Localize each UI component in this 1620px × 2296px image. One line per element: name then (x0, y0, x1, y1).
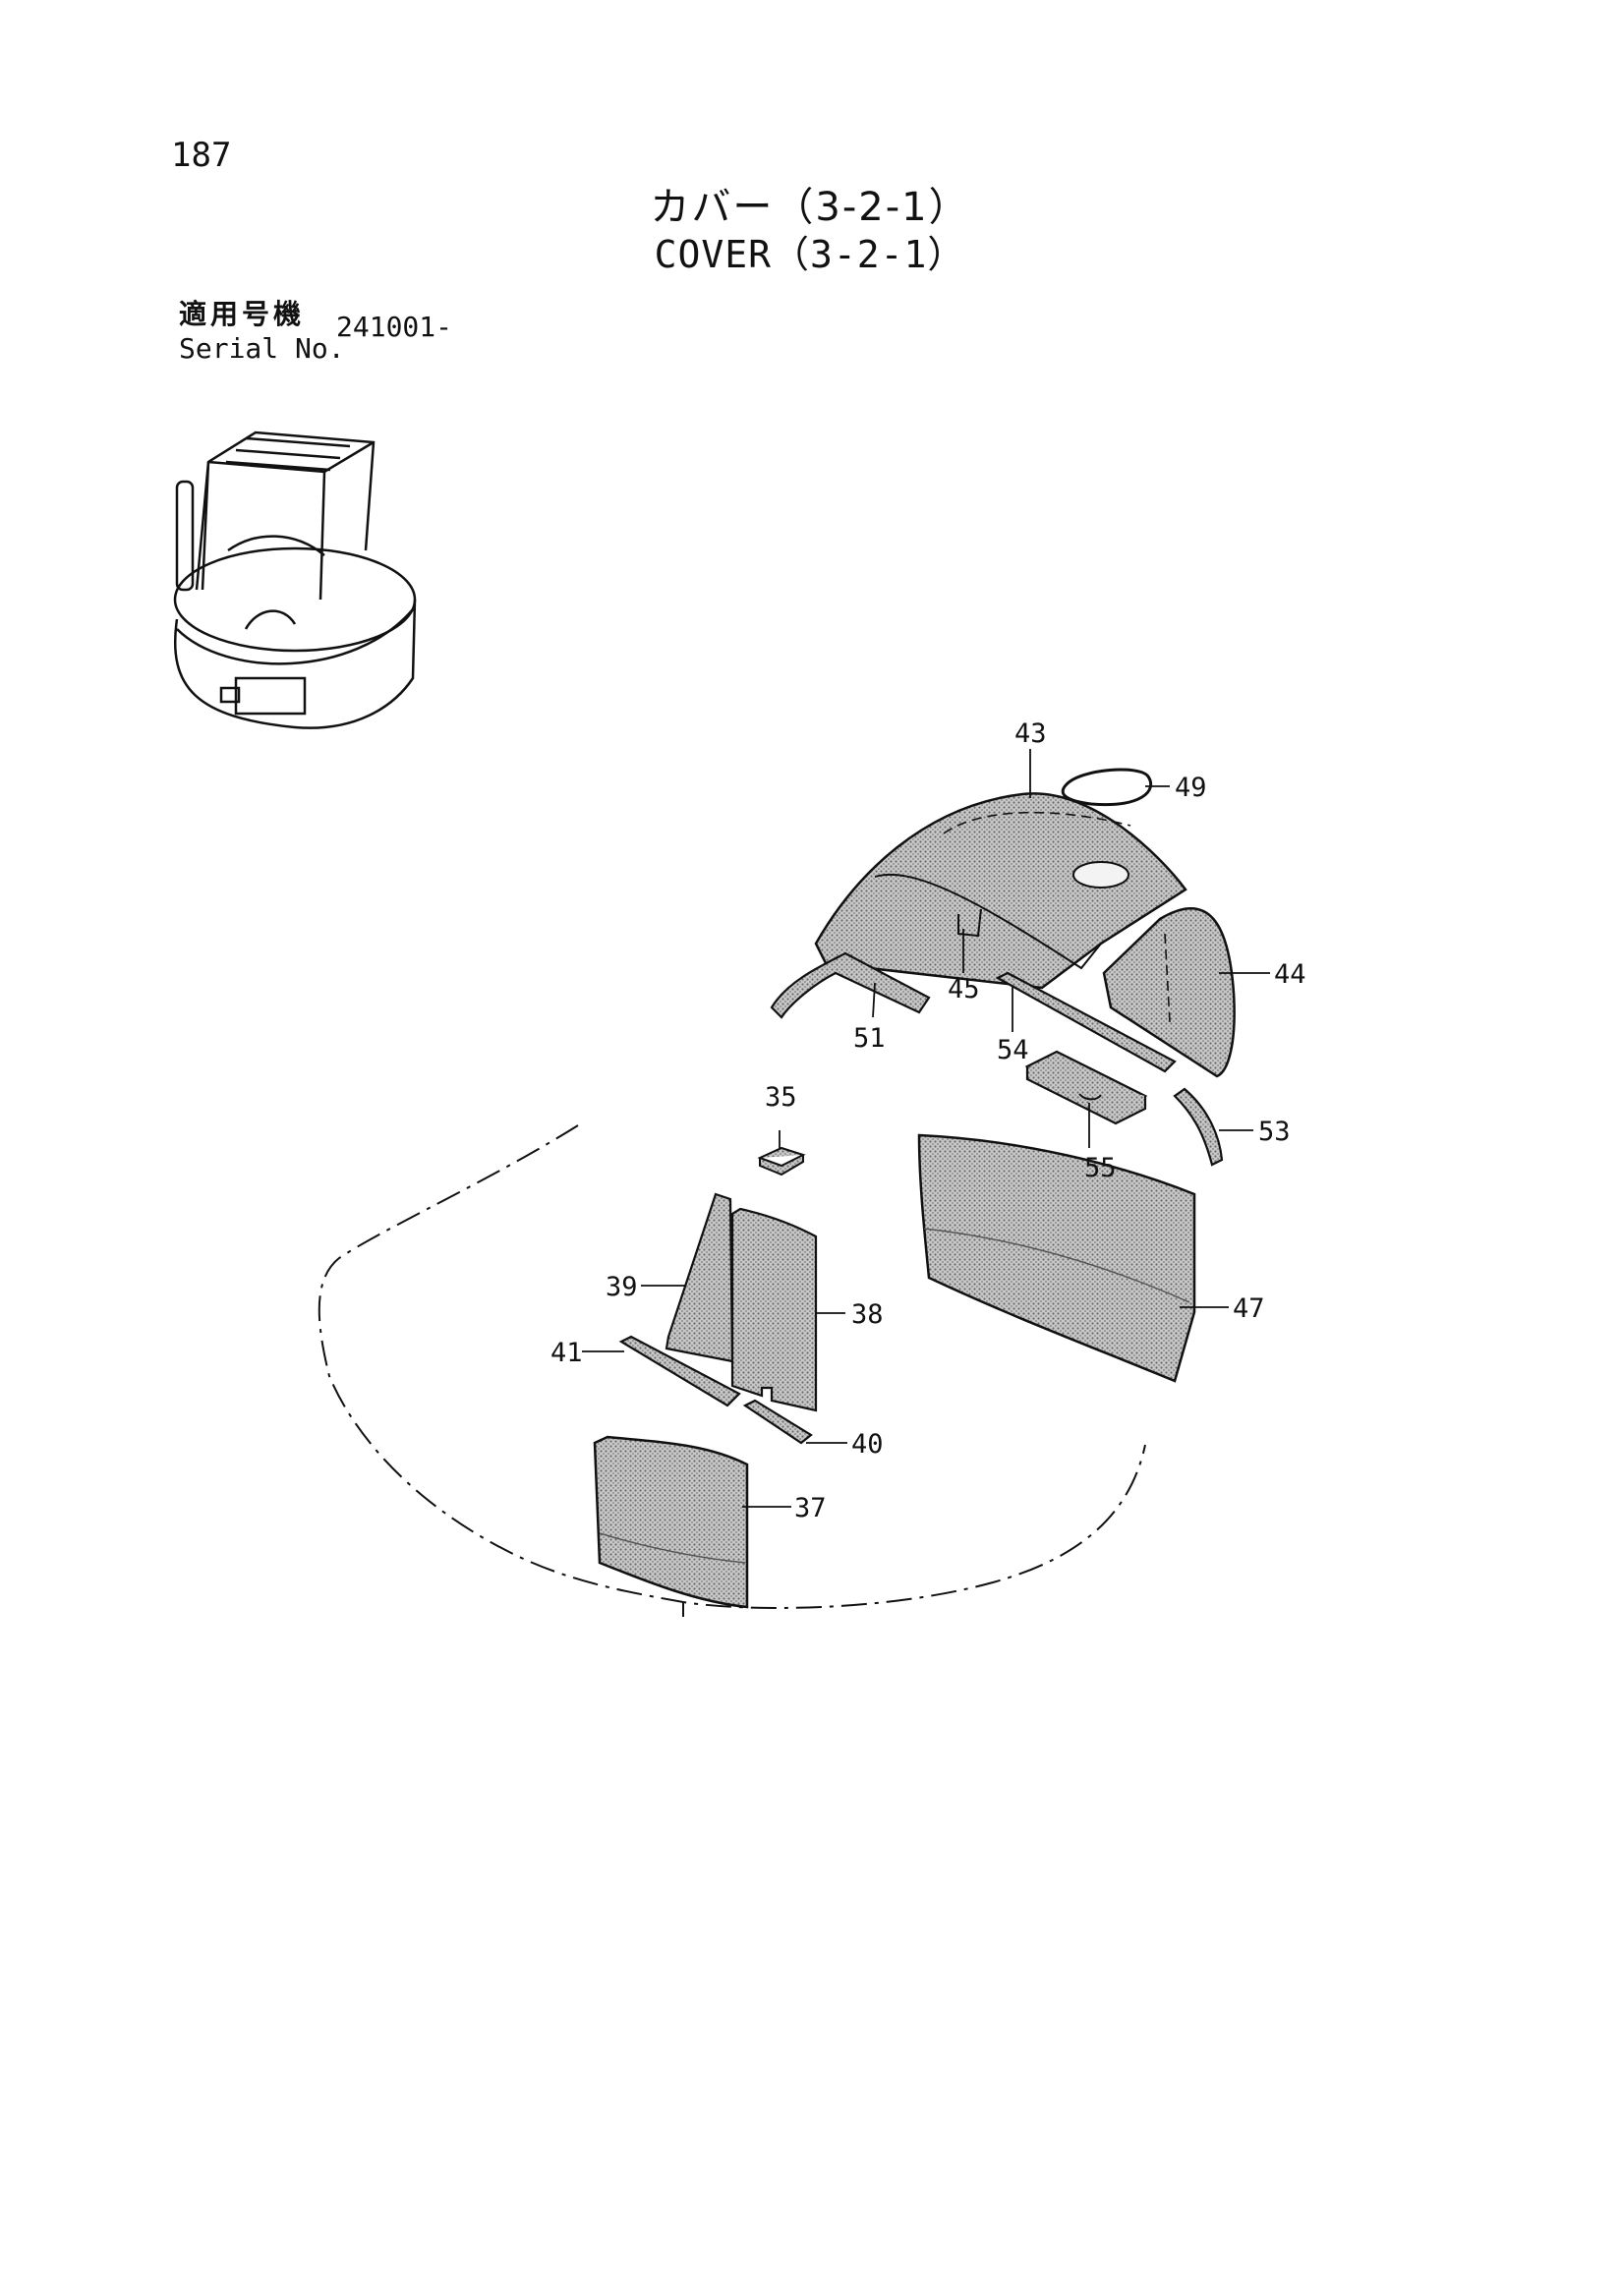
upperstructure-outline (318, 1124, 1146, 1609)
part-41-rail (618, 1335, 741, 1407)
callout-47: 47 (1233, 1293, 1265, 1324)
callout-39: 39 (606, 1272, 638, 1302)
part-39-panel (665, 1192, 734, 1363)
part-37-panel (593, 1435, 749, 1609)
callout-35: 35 (765, 1082, 797, 1113)
part-35-pad (757, 1146, 806, 1177)
part-49-seal (1061, 768, 1153, 807)
part-38-panel (730, 1207, 818, 1412)
serial-number-range: 241001- (336, 311, 453, 343)
page-number: 187 (171, 136, 232, 175)
title-japanese: カバー（3-2-1） (650, 185, 970, 230)
callout-43: 43 (1014, 718, 1047, 749)
callout-55: 55 (1084, 1153, 1117, 1183)
leader-lines (582, 749, 1270, 1508)
part-51-strip (770, 951, 931, 1019)
serial-label-english: Serial No. (179, 332, 345, 365)
title-english: COVER（3-2-1） (654, 233, 966, 276)
callout-53: 53 (1258, 1117, 1291, 1147)
excavator-cab-locator-icon (173, 430, 417, 729)
callout-51: 51 (853, 1023, 886, 1054)
callout-49: 49 (1175, 773, 1207, 803)
part-55-block (1024, 1050, 1148, 1125)
callout-44: 44 (1274, 959, 1306, 990)
part-54-rail (995, 971, 1177, 1073)
part-44-side-cover (1102, 907, 1236, 1078)
part-43-hood (814, 792, 1187, 990)
callout-45: 45 (948, 974, 980, 1004)
callout-40: 40 (851, 1429, 884, 1460)
part-47-panel (917, 1133, 1196, 1383)
callout-38: 38 (851, 1299, 884, 1330)
callout-54: 54 (997, 1035, 1029, 1065)
callout-37: 37 (794, 1493, 827, 1523)
callout-41: 41 (550, 1338, 583, 1368)
part-40-rail (742, 1399, 813, 1445)
serial-label-japanese: 適用号機 (179, 298, 306, 330)
part-53-strip (1173, 1087, 1224, 1167)
